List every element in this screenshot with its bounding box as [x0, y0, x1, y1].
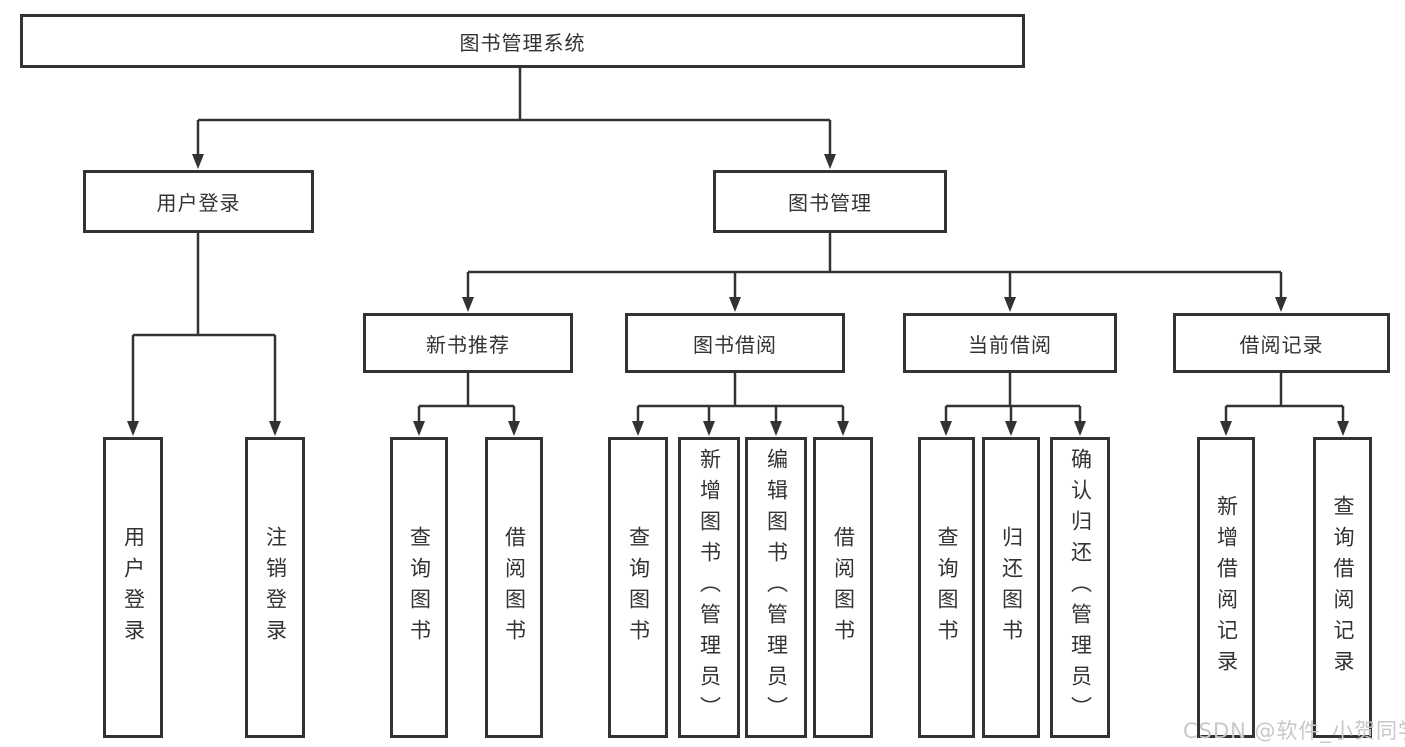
leaf-add-borrow-record: 新增借阅记录	[1197, 437, 1255, 738]
leaf-query-books-borrow: 查询图书	[608, 437, 668, 738]
leaf-confirm-return-admin: 确认归还（管理员）	[1050, 437, 1110, 738]
node-book-management-branch: 图书管理	[713, 170, 947, 233]
leaf-user-login: 用户登录	[103, 437, 163, 738]
node-new-book-recommend: 新书推荐	[363, 313, 573, 373]
leaf-edit-books-admin: 编辑图书（管理员）	[745, 437, 807, 738]
leaf-logout: 注销登录	[245, 437, 305, 738]
leaf-add-books-admin: 新增图书（管理员）	[678, 437, 740, 738]
node-system-root: 图书管理系统	[20, 14, 1025, 68]
leaf-query-books-recommend: 查询图书	[390, 437, 448, 738]
leaf-borrow-books: 借阅图书	[813, 437, 873, 738]
node-user-login-branch: 用户登录	[83, 170, 314, 233]
leaf-return-books: 归还图书	[982, 437, 1040, 738]
node-book-borrow: 图书借阅	[625, 313, 845, 373]
node-borrow-records: 借阅记录	[1173, 313, 1390, 373]
csdn-watermark: CSDN @软件_小贺同学	[1183, 719, 1405, 743]
node-current-borrow: 当前借阅	[903, 313, 1117, 373]
leaf-borrow-books-recommend: 借阅图书	[485, 437, 543, 738]
arrowheads	[127, 154, 1349, 436]
leaf-query-books-current: 查询图书	[918, 437, 975, 738]
leaf-query-borrow-record: 查询借阅记录	[1313, 437, 1372, 738]
